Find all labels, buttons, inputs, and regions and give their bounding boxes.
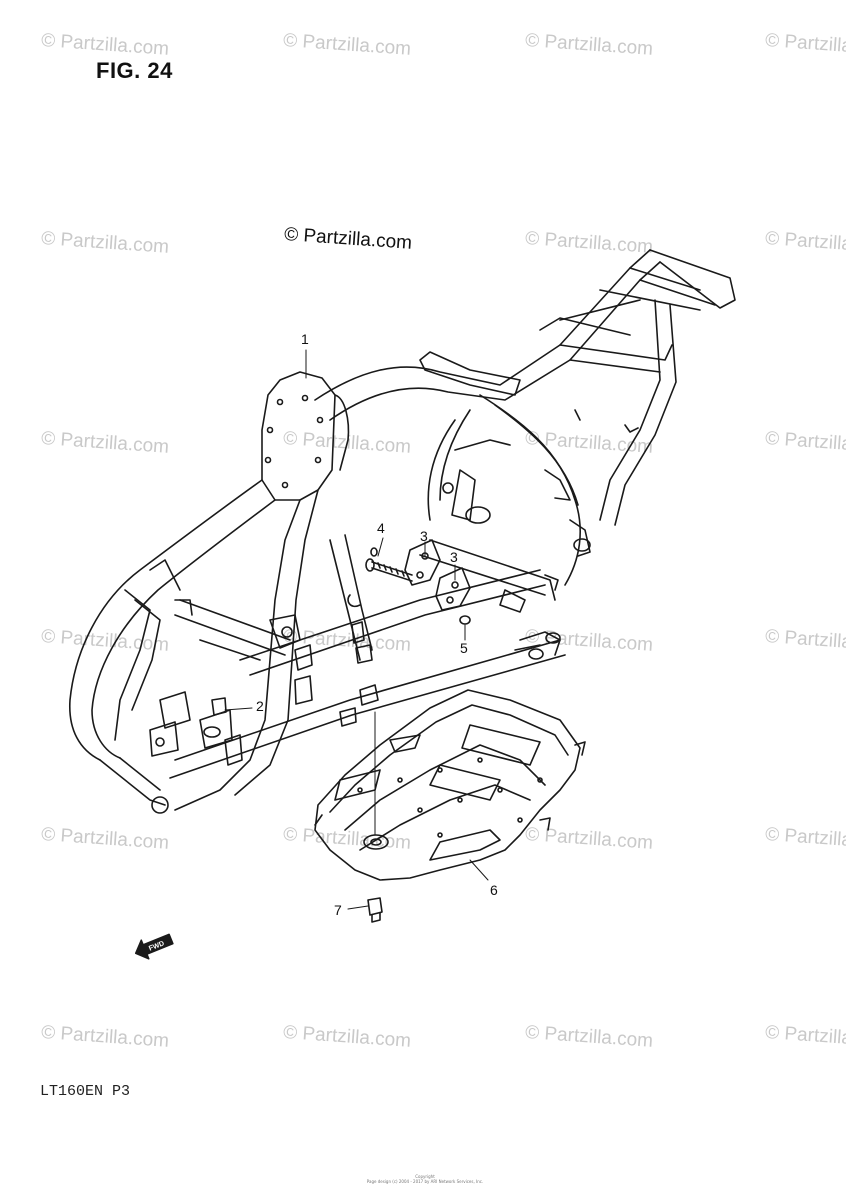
footer-line: Page design (c) 2004 - 2017 by ARI Netwo… [366,1179,484,1184]
model-code: LT160EN P3 [40,1083,131,1100]
callout-6[interactable]: 6 [490,882,498,898]
callout-4[interactable]: 4 [377,520,385,536]
footer-line: Copyright [415,1174,435,1179]
figure-title: FIG. 24 [96,58,173,83]
callout-1[interactable]: 1 [301,331,309,347]
page-footer: Copyright Page design (c) 2004 - 2017 by… [340,1174,510,1184]
callout-7[interactable]: 7 [334,902,342,918]
callout-5[interactable]: 5 [460,640,468,656]
lower-side-rails [169,534,566,779]
callout-3[interactable]: 3 [420,528,428,544]
rear-frame-rails [314,249,736,526]
front-gusset-plate [261,371,350,501]
callout-leaders [224,349,489,910]
callout-3[interactable]: 3 [450,549,458,565]
cross-members [149,599,313,766]
callout-2[interactable]: 2 [256,698,264,714]
front-main-loop [69,479,319,814]
fwd-arrow: FWD [134,933,174,960]
skid-plate [314,689,586,881]
skid-plate-bolt [367,897,383,923]
center-hoop [419,351,591,586]
engine-mount-brackets [211,539,471,716]
